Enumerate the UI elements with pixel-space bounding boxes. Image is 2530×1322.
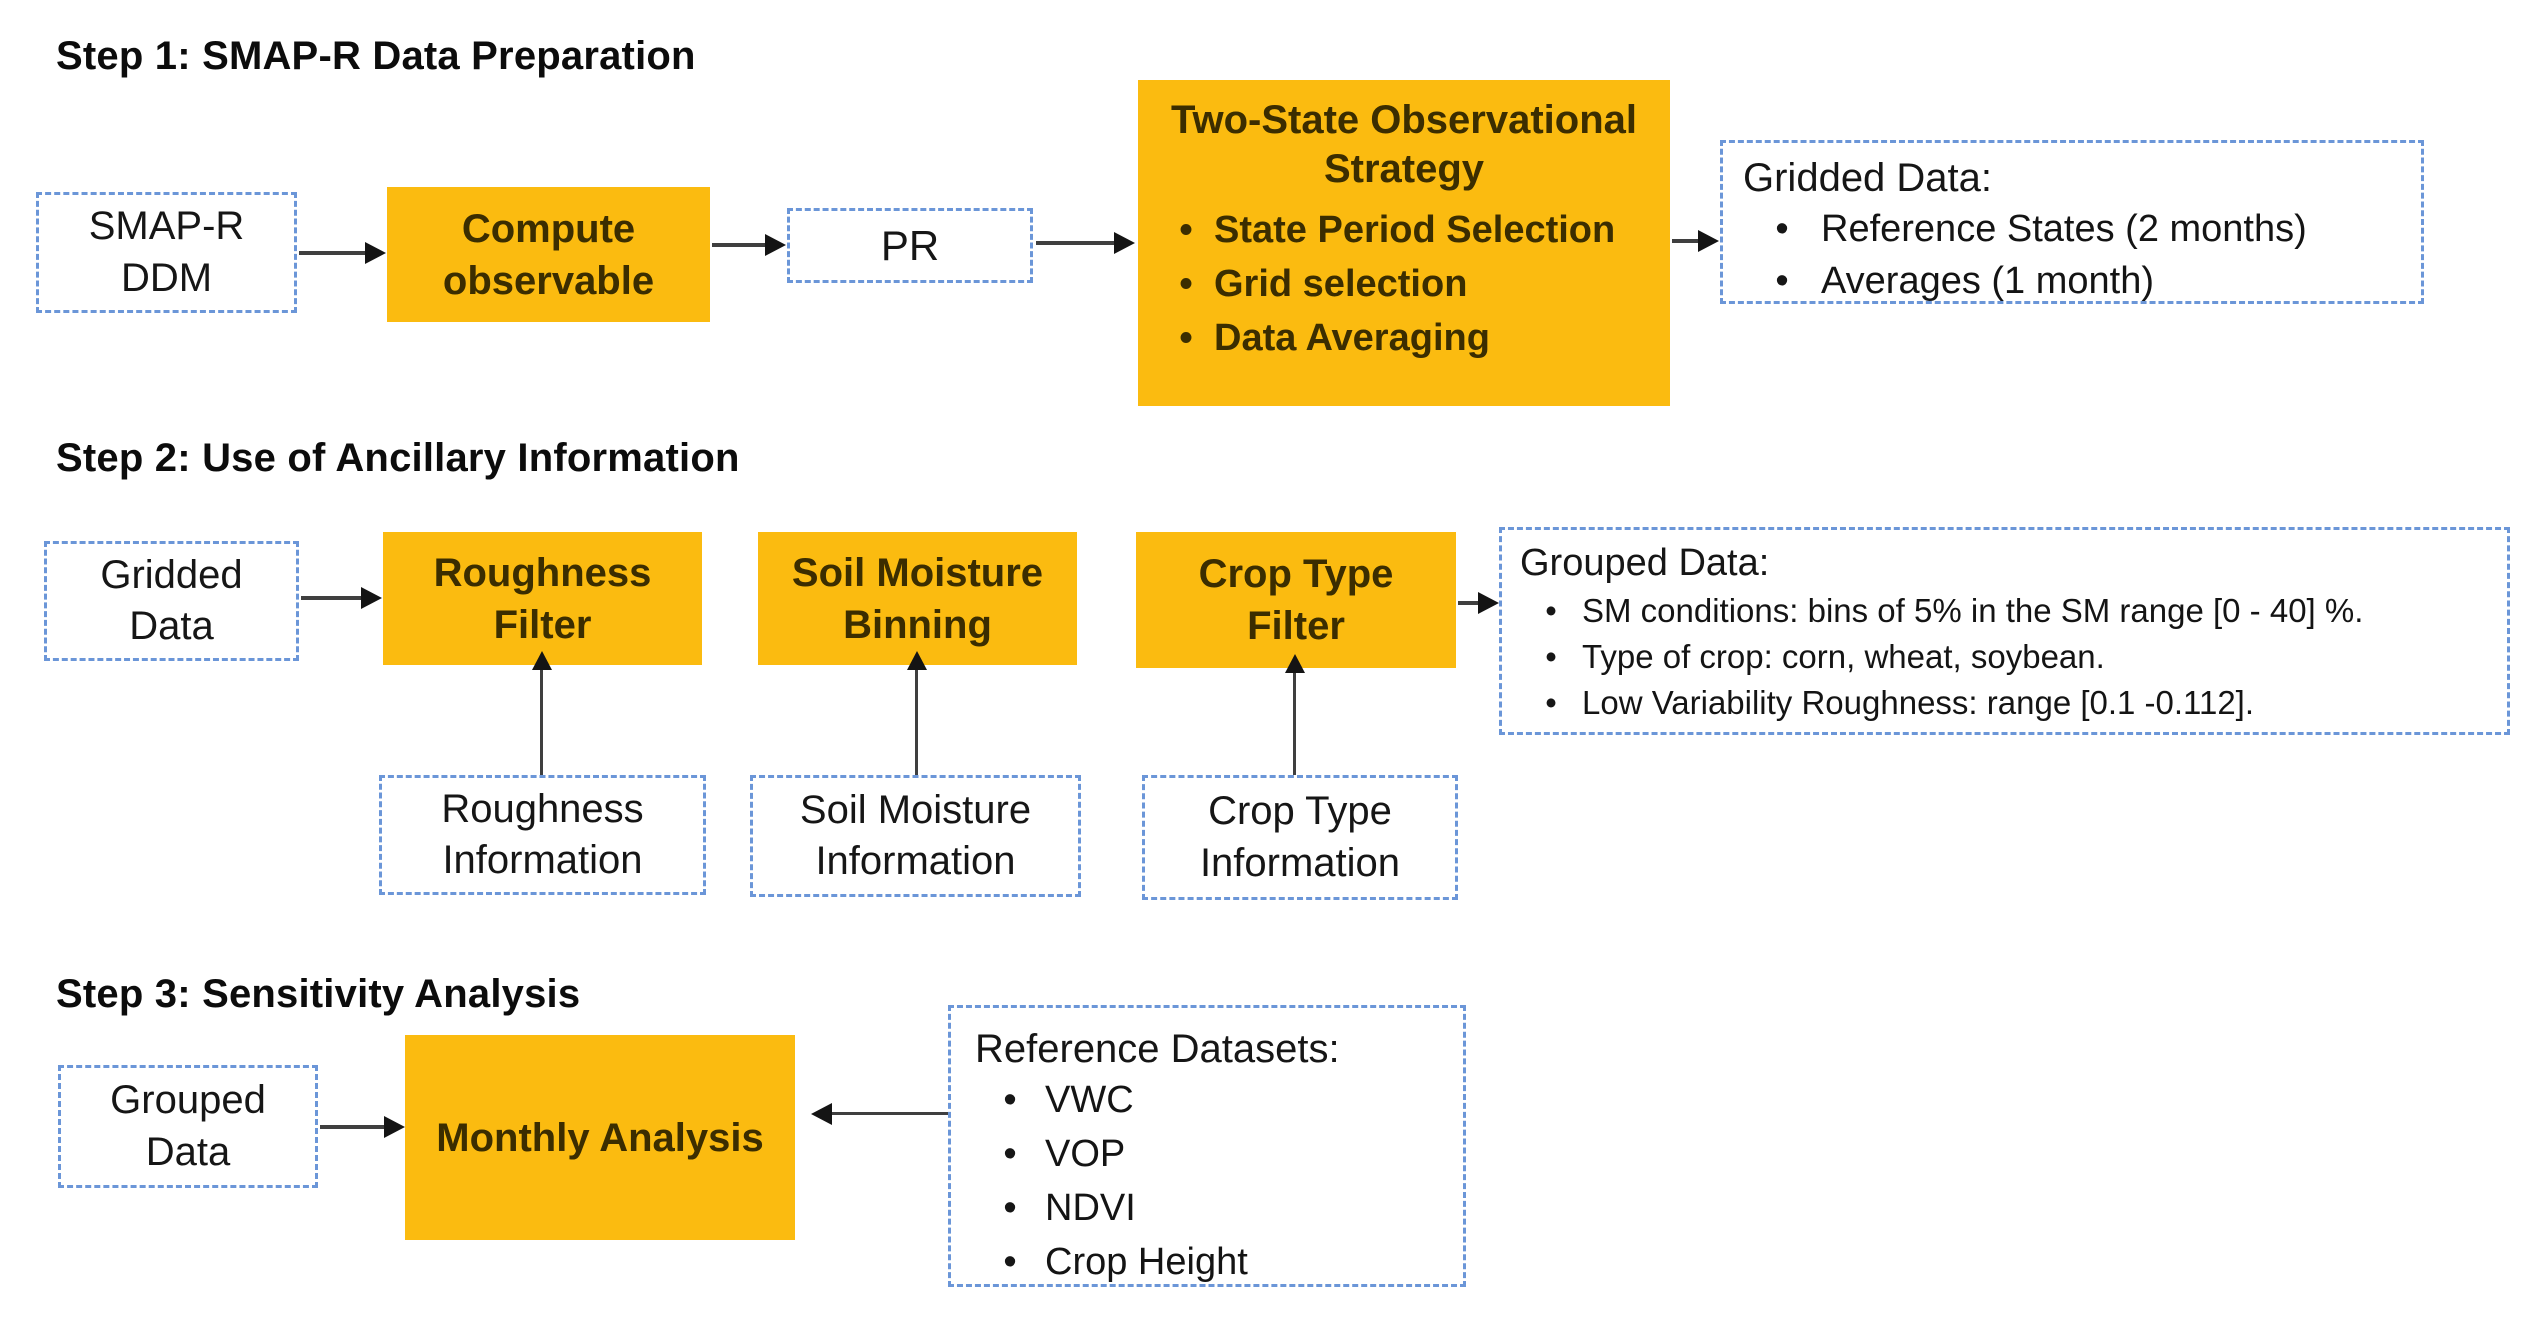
arrow-grouped-to-monthly xyxy=(320,1125,386,1129)
bullet-dot: • xyxy=(1179,262,1193,305)
gridded-bullet-text: Averages (1 month) xyxy=(1821,260,2155,303)
bullet-dot: • xyxy=(1775,208,1789,250)
bullet-dot: • xyxy=(1003,1186,1017,1229)
arrow-smapr-to-compute xyxy=(299,251,367,255)
bullet-dot: • xyxy=(1003,1240,1017,1283)
arrow-pr-to-strategy xyxy=(1036,241,1116,245)
strategy-bullet-text: Data Averaging xyxy=(1214,316,1490,359)
bullet-dot: • xyxy=(1775,260,1789,303)
strategy-bullet: • State Period Selection xyxy=(1158,204,1615,258)
node-grouped-data-input: Grouped Data xyxy=(58,1065,318,1188)
bullet-dot: • xyxy=(1003,1079,1017,1121)
strategy-bullet: • Data Averaging xyxy=(1158,312,1490,366)
grouped-bullet: • Type of crop: corn, wheat, soybean. xyxy=(1520,634,2105,680)
strategy-bullet-text: Grid selection xyxy=(1214,262,1468,305)
reference-bullet-text: VOP xyxy=(1045,1132,1126,1175)
gridded-bullet-text: Reference States (2 months) xyxy=(1821,208,2307,250)
node-crop-type-information: Crop Type Information xyxy=(1142,775,1458,900)
grouped-bullet-text: Low Variability Roughness: range [0.1 -0… xyxy=(1582,683,2255,721)
node-soil-moisture-binning: Soil Moisture Binning xyxy=(758,532,1077,665)
reference-bullet-text: Crop Height xyxy=(1045,1240,1248,1283)
gridded-bullet: • Reference States (2 months) xyxy=(1743,203,2307,255)
node-grouped-data-output: Grouped Data: • SM conditions: bins of 5… xyxy=(1499,527,2510,735)
node-reference-datasets: Reference Datasets: • VWC • VOP • NDVI •… xyxy=(948,1005,1466,1287)
node-crop-type-filter: Crop Type Filter xyxy=(1136,532,1456,668)
arrow-strategy-to-gridded xyxy=(1672,239,1700,243)
strategy-bullet: • Grid selection xyxy=(1158,258,1467,312)
grouped-bullet-text: SM conditions: bins of 5% in the SM rang… xyxy=(1582,591,2364,629)
step3-title: Step 3: Sensitivity Analysis xyxy=(56,972,581,1016)
bullet-dot: • xyxy=(1545,591,1557,629)
node-compute-observable: Compute observable xyxy=(387,187,710,322)
reference-bullet-text: NDVI xyxy=(1045,1186,1136,1229)
arrow-gridded-to-roughness xyxy=(301,596,363,600)
arrow-soilmoistureinfo-to-binning xyxy=(915,668,918,775)
node-soil-moisture-information: Soil Moisture Information xyxy=(750,775,1081,897)
step1-title: Step 1: SMAP-R Data Preparation xyxy=(56,34,696,78)
grouped-bullet-text: Type of crop: corn, wheat, soybean. xyxy=(1582,637,2105,675)
reference-bullet: • Crop Height xyxy=(975,1236,1248,1290)
arrow-reference-to-monthly xyxy=(830,1112,948,1115)
bullet-dot: • xyxy=(1003,1132,1017,1175)
bullet-dot: • xyxy=(1179,208,1193,251)
gridded-data-heading: Gridded Data: xyxy=(1743,156,1993,200)
bullet-dot: • xyxy=(1545,683,1557,721)
node-smapr-ddm: SMAP-R DDM xyxy=(36,192,297,313)
reference-bullet: • VWC xyxy=(975,1074,1134,1128)
step2-title: Step 2: Use of Ancillary Information xyxy=(56,436,740,480)
arrow-croptypeinfo-to-filter xyxy=(1293,671,1296,775)
node-roughness-information: Roughness Information xyxy=(379,775,706,895)
grouped-bullet: • Low Variability Roughness: range [0.1 … xyxy=(1520,680,2254,726)
reference-bullet-text: VWC xyxy=(1045,1079,1134,1121)
grouped-bullet: • SM conditions: bins of 5% in the SM ra… xyxy=(1520,588,2363,634)
reference-bullet: • VOP xyxy=(975,1128,1125,1182)
arrow-cropfilter-to-grouped xyxy=(1458,601,1480,605)
arrow-roughnessinfo-to-filter xyxy=(540,668,543,775)
strategy-title: Two-State Observational Strategy xyxy=(1170,98,1637,191)
reference-datasets-heading: Reference Datasets: xyxy=(975,1027,1340,1071)
node-gridded-data-output: Gridded Data: • Reference States (2 mont… xyxy=(1720,140,2424,304)
node-two-state-strategy: Two-State Observational Strategy • State… xyxy=(1138,80,1670,406)
gridded-bullet: • Averages (1 month) xyxy=(1743,255,2154,307)
node-gridded-data-input: Gridded Data xyxy=(44,541,299,661)
grouped-data-heading: Grouped Data: xyxy=(1520,542,1770,584)
bullet-dot: • xyxy=(1545,637,1557,675)
reference-bullet: • NDVI xyxy=(975,1182,1136,1236)
node-monthly-analysis: Monthly Analysis xyxy=(405,1035,795,1240)
strategy-bullet-text: State Period Selection xyxy=(1214,208,1616,251)
node-pr: PR xyxy=(787,208,1033,283)
arrow-compute-to-pr xyxy=(712,243,767,247)
node-roughness-filter: Roughness Filter xyxy=(383,532,702,665)
bullet-dot: • xyxy=(1179,316,1193,359)
